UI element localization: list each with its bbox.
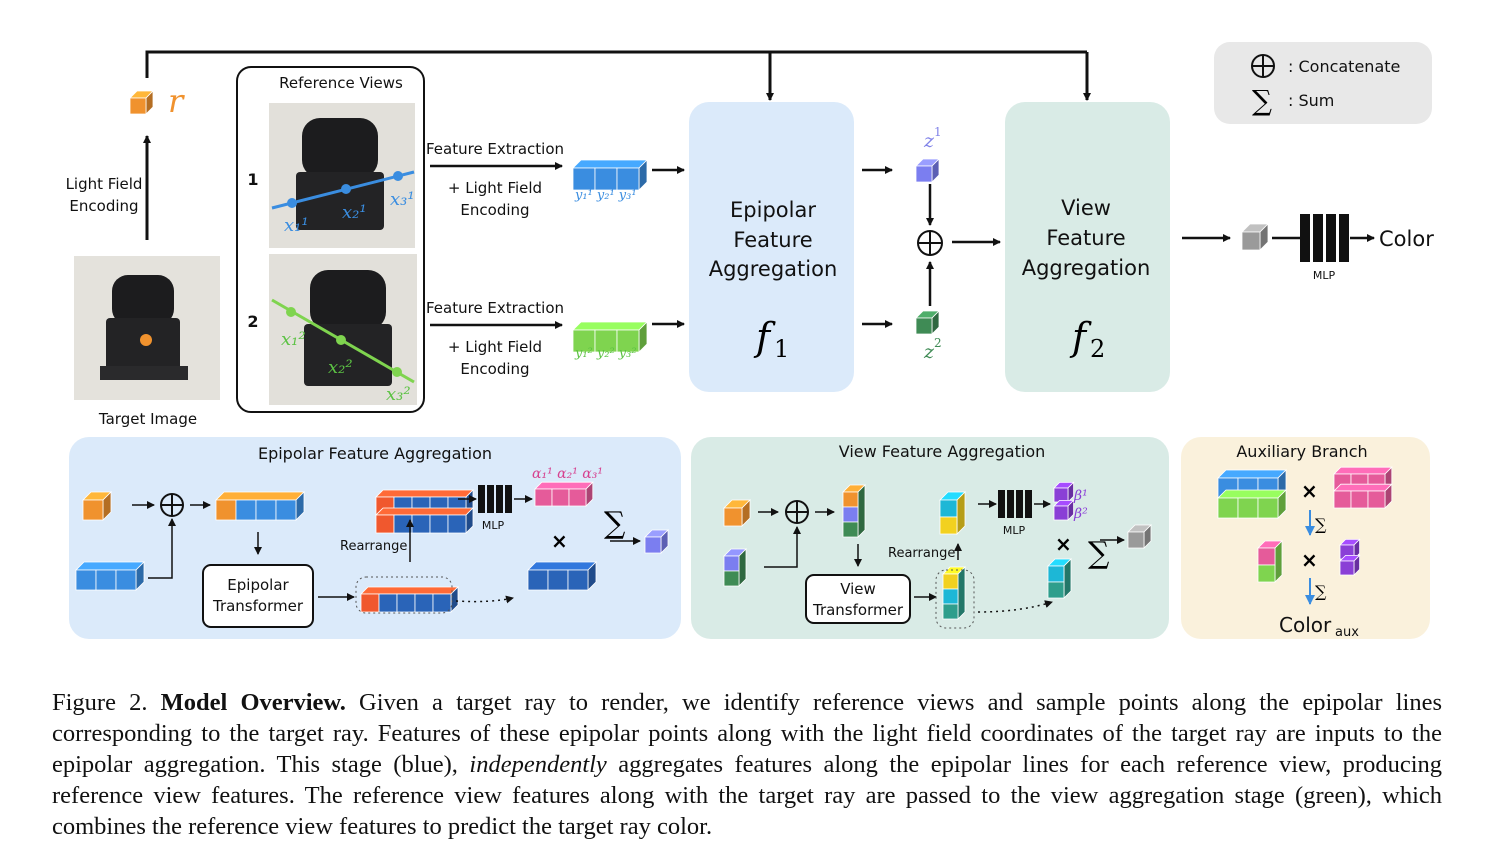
caption-bold: Model Overview. [160,689,346,716]
feature-tokens-view-1 [572,159,648,191]
caption-label: Figure 2. [52,689,148,716]
epipolar-mlp-label: MLP [482,519,505,532]
beta-2-label: β² [1073,506,1088,522]
auxiliary-branch-panel: Auxiliary Branch × ∑ × ∑ Color aux [1181,437,1430,640]
view-concat-icon [785,500,809,524]
view-aggregation-block: View Feature Aggregation f 2 [1005,102,1170,392]
concatenate-icon [917,230,943,256]
epipolar-transformer-box [202,564,314,628]
reference-image-1 [269,103,415,248]
reference-views-title: Reference Views [279,74,403,92]
view-mlp-label: MLP [1003,524,1026,537]
z1-cube [915,158,940,183]
epipolar-aggregation-block: Epipolar Feature Aggregation f 1 [689,102,854,392]
epipolar-block-title-3: Aggregation [709,257,838,281]
z1-superscript: 1 [934,125,942,139]
multiply-icon: × [551,529,568,553]
z2-label: z [923,341,935,363]
target-image [74,256,220,400]
x3-label-view-1: x₃¹ [390,189,415,210]
epipolar-block-title-1: Epipolar [730,198,816,222]
multiply-icon: × [1301,479,1318,503]
beta-1-label: β¹ [1073,488,1088,504]
caption-text-2: aggregates features along the epipolar l… [52,751,1442,840]
mlp-label: MLP [1313,269,1336,282]
model-overview-diagram: : Concatenate ∑ : Sum r Light Field Enco… [66,42,1434,640]
lf-encoding-label-2: Encoding [69,197,138,215]
feature-tokens-view-2 [572,321,648,353]
color-output-label: Color [1379,227,1434,251]
auxiliary-panel-title: Auxiliary Branch [1236,442,1367,461]
x3-label-view-2: x₃² [386,384,411,405]
x-labels-view-2: x₁² [281,329,306,350]
view-mlp-icon [998,490,1032,518]
color-aux-subscript: aux [1335,625,1359,640]
feature-extraction-1-line-2: + Light Field [448,179,542,197]
view-detail-panel: View Feature Aggregation View Transforme… [691,437,1169,639]
caption-text-1: Given a target ray to render, we identif… [52,689,1443,778]
view-function-subscript: 2 [1090,335,1105,363]
z2-cube [915,310,940,335]
epipolar-function-subscript: 1 [774,335,789,363]
x2-label-view-1: x₂¹ [342,202,367,223]
epipolar-transformer-label-2: Transformer [212,597,304,615]
multiply-icon: × [1301,548,1318,572]
epi-concat-icon [160,493,184,517]
x-labels-view-1: x₁¹ [284,215,309,236]
z1-label: z [923,130,935,152]
y-labels-view-2: y₁² y₂² y₃² [574,346,637,361]
view-panel-title: View Feature Aggregation [839,442,1046,461]
alpha-labels: α₁¹ α₂¹ α₃¹ [532,466,603,482]
view-block-title-1: View [1061,196,1111,220]
view-rearrange-label: Rearrange [888,546,955,561]
output-cube [1241,223,1269,251]
epi-mlp-icon [478,485,512,513]
concatenate-icon [1251,54,1275,78]
reference-views-box [236,66,425,413]
sum-icon: ∑ [1252,84,1272,117]
sum-icon: ∑ [1315,582,1327,601]
ray-cube [129,90,154,115]
legend: : Concatenate ∑ : Sum [1214,42,1432,124]
view-block-title-2: Feature [1046,226,1125,250]
sum-icon: ∑ [1315,515,1327,534]
mlp-icon [1300,214,1349,262]
epipolar-rearrange-label: Rearrange [340,539,407,554]
x2-label-view-2: x₂² [328,357,353,378]
target-image-label: Target Image [98,410,197,428]
view-index-1: 1 [247,170,258,189]
feature-extraction-1-line-1: Feature Extraction [426,140,564,158]
ray-label: r [168,82,185,120]
view-transformer-label-2: Transformer [812,601,904,619]
epipolar-block-title-2: Feature [733,228,812,252]
view-index-2: 2 [247,312,258,331]
view-transformer-box [805,574,911,624]
color-aux-label: Color [1279,613,1332,637]
epipolar-panel-title: Epipolar Feature Aggregation [258,444,492,463]
legend-sum: : Sum [1288,91,1334,110]
legend-concatenate: : Concatenate [1288,57,1400,76]
lf-encoding-label-1: Light Field [66,175,143,193]
view-block-title-3: Aggregation [1022,256,1151,280]
reference-image-2 [269,254,417,405]
y-labels-view-1: y₁¹ y₂¹ y₃¹ [574,188,637,203]
sum-icon: ∑ [1088,536,1110,571]
view-transformer-label-1: View [840,580,876,598]
sum-icon: ∑ [604,506,626,541]
caption-italic: independently [469,751,607,778]
epipolar-transformer-label-1: Epipolar [227,576,289,594]
ray-broadcast-lines [145,50,1091,101]
feature-extraction-1-line-3: Encoding [460,201,529,219]
z2-superscript: 2 [934,336,942,350]
feature-extraction-2-line-1: Feature Extraction [426,299,564,317]
feature-extraction-2-line-2: + Light Field [448,338,542,356]
multiply-icon: × [1055,532,1072,556]
figure-caption: Figure 2. Model Overview. Given a target… [52,687,1442,842]
epipolar-detail-panel: Epipolar Feature Aggregation Epipolar Tr… [69,437,681,639]
feature-extraction-2-line-3: Encoding [460,360,529,378]
